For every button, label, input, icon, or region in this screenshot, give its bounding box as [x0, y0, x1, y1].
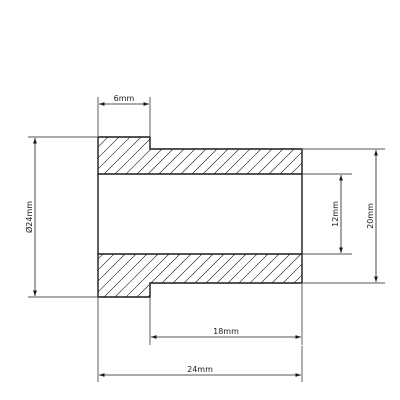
bottom-wall-section — [97, 253, 303, 298]
hatch-line — [313, 254, 356, 297]
hatch-line — [98, 137, 131, 174]
hatch-line — [169, 137, 208, 174]
hatch-line — [98, 137, 109, 174]
hatch-line — [246, 254, 291, 297]
hatch-line — [114, 137, 153, 174]
hatch-line — [279, 137, 302, 174]
hatch-line — [147, 137, 186, 174]
part-outline — [97, 136, 303, 298]
dim-label-bore-diameter: 12mm — [331, 201, 340, 227]
dim-body-length: 18mm — [149, 284, 303, 345]
hatch-line — [98, 254, 126, 297]
hatch-line — [114, 254, 159, 297]
hatch-line — [257, 254, 302, 297]
hatch-line — [301, 254, 302, 297]
dim-label-overall-length: 24mm — [187, 365, 213, 374]
hatch-line — [224, 254, 269, 297]
hatch-line — [202, 137, 241, 174]
hatch-line — [235, 254, 280, 297]
hatch-line — [98, 137, 120, 174]
hatch-line — [324, 137, 361, 174]
hatch-line — [180, 254, 225, 297]
hatch-line — [246, 137, 285, 174]
dim-label-flange-width: 6mm — [114, 94, 135, 103]
hatch-line — [191, 254, 236, 297]
bottom-wall-hatching — [98, 254, 378, 297]
hatch-line — [290, 137, 302, 174]
hatch-line — [324, 254, 367, 297]
dim-label-flange-diameter: Ø24mm — [24, 201, 34, 233]
hatch-line — [202, 254, 247, 297]
dim-overall-length: 24mm — [97, 298, 303, 382]
dim-flange-diameter: Ø24mm — [24, 136, 97, 298]
hatch-line — [60, 137, 97, 174]
hatch-line — [335, 254, 378, 297]
top-wall-hatching — [60, 137, 372, 174]
hatch-line — [158, 137, 197, 174]
hatch-line — [180, 137, 219, 174]
hatch-line — [213, 254, 258, 297]
hatch-line — [147, 254, 192, 297]
hatch-line — [98, 254, 137, 297]
hatch-line — [290, 254, 302, 297]
hatch-line — [268, 137, 302, 174]
dim-body-diameter: 20mm — [303, 148, 385, 284]
hatch-line — [125, 137, 164, 174]
hatch-line — [268, 254, 302, 297]
hatch-line — [103, 137, 142, 174]
dim-bore-diameter: 12mm — [303, 173, 352, 255]
hatch-line — [136, 137, 175, 174]
hatch-line — [125, 254, 170, 297]
hatch-line — [98, 254, 104, 297]
hatch-line — [335, 137, 372, 174]
hatch-line — [257, 137, 296, 174]
hatch-line — [103, 254, 148, 297]
hatch-line — [136, 254, 181, 297]
hatch-line — [98, 254, 115, 297]
hatch-line — [235, 137, 274, 174]
hatch-line — [158, 254, 203, 297]
hatch-line — [313, 137, 350, 174]
hatch-line — [301, 137, 302, 174]
top-wall-section — [97, 136, 303, 175]
dim-flange-width: 6mm — [97, 94, 151, 136]
hatch-line — [191, 137, 230, 174]
hatch-line — [169, 254, 214, 297]
hatch-line — [213, 137, 252, 174]
dim-label-body-length: 18mm — [213, 327, 239, 336]
hatch-line — [224, 137, 263, 174]
dim-label-body-diameter: 20mm — [366, 203, 375, 229]
